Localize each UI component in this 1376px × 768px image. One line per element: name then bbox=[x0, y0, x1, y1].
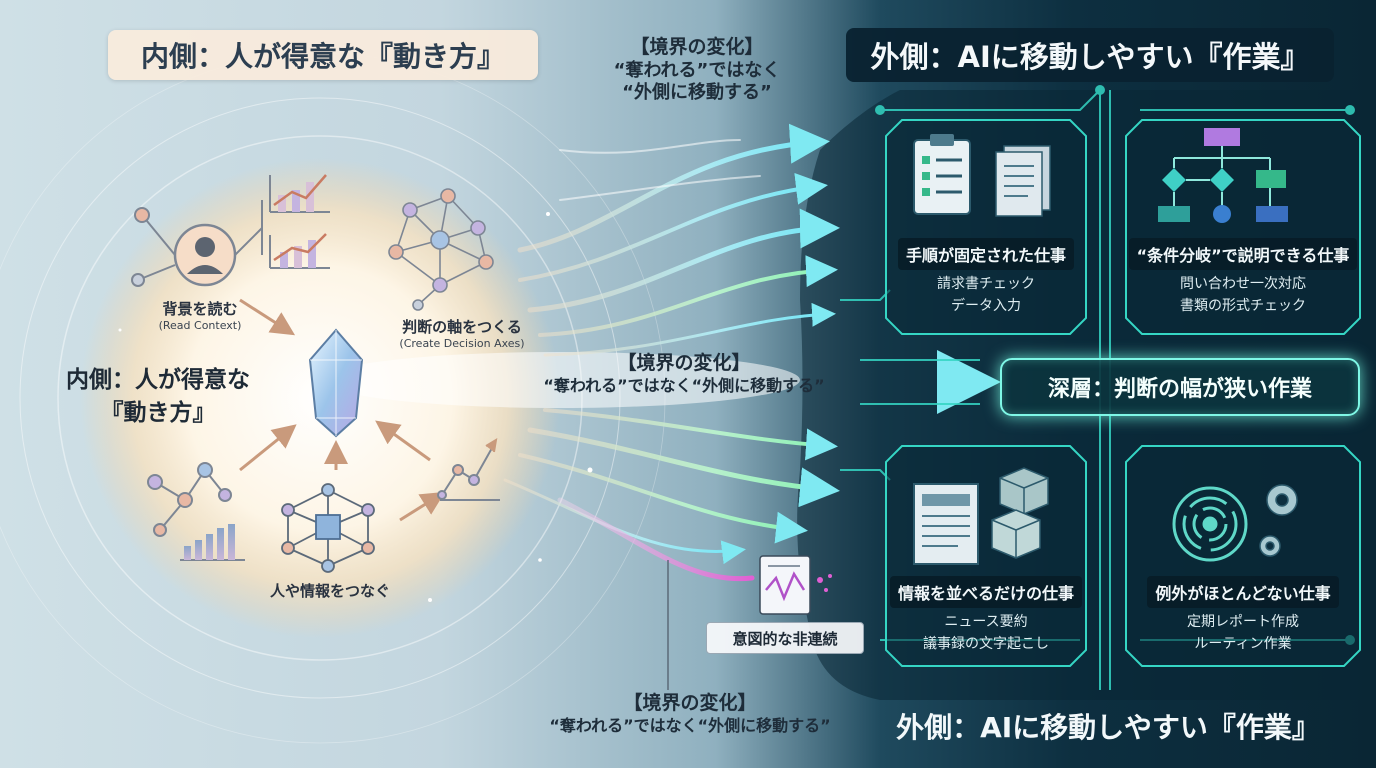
boundary-heading: 【境界の変化】 bbox=[630, 36, 764, 58]
boundary-line: “外側に移動する” bbox=[622, 82, 772, 104]
crystal-icon bbox=[308, 328, 364, 438]
inner-title: 内側：人が得意な『動き方』 bbox=[108, 30, 538, 80]
boundary-note-top: 【境界の変化】 “奪われる”ではなく “外側に移動する” bbox=[572, 36, 822, 105]
flowchart-icon bbox=[1158, 128, 1288, 223]
node-decision-axes: 判断の軸をつくる (Create Decision Axes) bbox=[372, 316, 552, 350]
sparkles bbox=[118, 212, 593, 602]
hub-network-icon bbox=[281, 483, 375, 573]
panel-items: ニュース要約 議事録の文字起こし bbox=[923, 612, 1049, 655]
node-label-en: (Create Decision Axes) bbox=[399, 337, 525, 350]
panel-item: 議事録の文字起こし bbox=[923, 635, 1049, 652]
flow-arrows bbox=[503, 123, 1001, 582]
panel-item: 定期レポート作成 bbox=[1187, 614, 1299, 630]
panel-item: ニュース要約 bbox=[944, 614, 1028, 630]
outer-title: 外側：AIに移動しやすい『作業』 bbox=[846, 28, 1334, 82]
gear-icon bbox=[1259, 484, 1298, 557]
waveform-document-icon bbox=[759, 555, 832, 615]
panel-item: 請求書チェック bbox=[937, 276, 1035, 292]
node-label-jp: 背景を読む bbox=[162, 300, 238, 318]
panel-items: 問い合わせ一次対応 書類の形式チェック bbox=[1180, 274, 1306, 317]
panel-title: 例外がほとんどない仕事 bbox=[1147, 576, 1339, 608]
panel-item: データ入力 bbox=[951, 297, 1021, 314]
panel-title: “条件分岐”で説明できる仕事 bbox=[1128, 238, 1358, 270]
boundary-line: “奪われる”ではなく bbox=[613, 59, 781, 81]
line-chart-icon bbox=[269, 174, 330, 213]
node-label-jp: 人や情報をつなぐ bbox=[269, 582, 390, 600]
spiral-icon bbox=[1172, 486, 1248, 562]
newspaper-icon bbox=[913, 483, 979, 565]
panel-item: 書類の形式チェック bbox=[1180, 297, 1306, 314]
panel-items: 請求書チェック データ入力 bbox=[937, 274, 1035, 317]
boxes-icon bbox=[991, 467, 1049, 559]
panel-fixed-procedure: 手順が固定された仕事 請求書チェック データ入力 bbox=[886, 238, 1086, 317]
node-read-context: 背景を読む (Read Context) bbox=[130, 298, 270, 332]
panel-title: 情報を並べるだけの仕事 bbox=[889, 576, 1082, 608]
panel-items: 定期レポート作成 ルーティン作業 bbox=[1187, 612, 1299, 655]
discontinuity-label: 意図的な非連続 bbox=[706, 622, 864, 654]
bar-chart-icon bbox=[180, 524, 245, 561]
panel-item: 問い合わせ一次対応 bbox=[1180, 276, 1306, 292]
node-label-en: (Read Context) bbox=[158, 319, 242, 332]
panel-conditional-branch: “条件分岐”で説明できる仕事 問い合わせ一次対応 書類の形式チェック bbox=[1116, 238, 1370, 317]
rising-chart-icon bbox=[437, 438, 500, 501]
read-context-connectors bbox=[131, 200, 263, 287]
inner-caption-line: 内側：人が得意な bbox=[66, 367, 250, 393]
boundary-line: “奪われる”ではなく“外側に移動する” bbox=[543, 375, 825, 395]
line-chart-icon bbox=[269, 233, 330, 269]
clipboard-checklist-icon bbox=[913, 134, 971, 215]
panel-arrange-info: 情報を並べるだけの仕事 ニュース要約 議事録の文字起こし bbox=[876, 576, 1096, 655]
node-connect: 人や情報をつなぐ bbox=[250, 580, 410, 601]
network-icon bbox=[388, 188, 494, 311]
panel-item: ルーティン作業 bbox=[1194, 635, 1292, 652]
panel-few-exceptions: 例外がほとんどない仕事 定期レポート作成 ルーティン作業 bbox=[1126, 576, 1360, 655]
boundary-heading: 【境界の変化】 bbox=[623, 692, 757, 714]
boundary-line: “奪われる”ではなく“外側に移動する” bbox=[549, 715, 831, 735]
documents-icon bbox=[995, 145, 1051, 217]
scatter-chart-icon bbox=[147, 462, 232, 537]
node-label-jp: 判断の軸をつくる bbox=[402, 318, 522, 336]
outer-title-bottom: 外側：AIに移動しやすい『作業』 bbox=[896, 711, 1320, 744]
boundary-note-middle: 【境界の変化】 “奪われる”ではなく“外側に移動する” bbox=[504, 352, 864, 396]
deep-layer-box: 深層：判断の幅が狭い作業 bbox=[1000, 358, 1360, 416]
inner-caption-line: 『動き方』 bbox=[100, 400, 216, 427]
boundary-heading: 【境界の変化】 bbox=[617, 352, 751, 374]
person-icon bbox=[173, 223, 237, 287]
inner-caption: 内側：人が得意な 『動き方』 bbox=[38, 364, 278, 431]
boundary-note-bottom: 【境界の変化】 “奪われる”ではなく“外側に移動する” bbox=[510, 692, 870, 736]
inward-arrows bbox=[239, 298, 446, 522]
panel-title: 手順が固定された仕事 bbox=[897, 238, 1074, 270]
